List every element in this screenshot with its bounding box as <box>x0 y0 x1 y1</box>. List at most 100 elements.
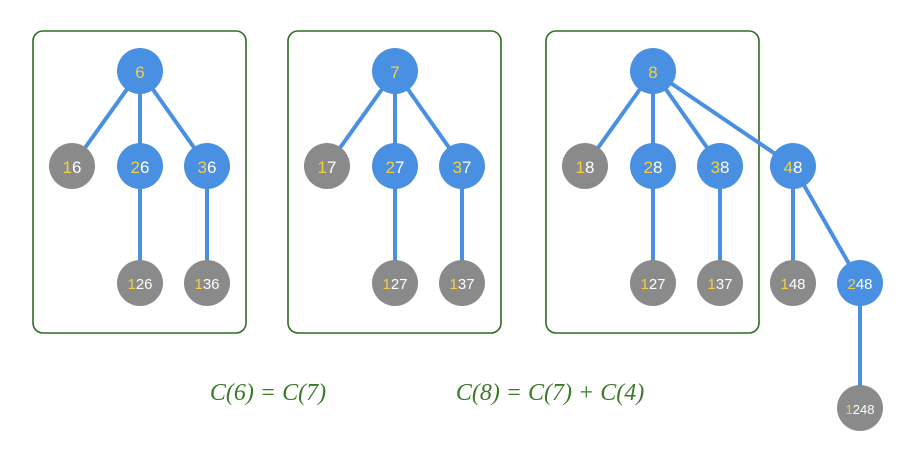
node-36: 36 <box>184 143 230 189</box>
node-circle <box>630 143 676 189</box>
node-label-highlight-digit: 3 <box>453 158 462 177</box>
node-8: 8 <box>630 48 676 94</box>
node-26: 26 <box>117 143 163 189</box>
node-label-highlight-digit: 2 <box>847 276 855 293</box>
node-label: 126 <box>127 276 152 293</box>
node-label: 148 <box>780 276 805 293</box>
node-label-highlight-digit: 1 <box>194 276 202 293</box>
node-circle <box>439 143 485 189</box>
node-6: 6 <box>117 48 163 94</box>
node-28: 28 <box>630 143 676 189</box>
node-127b: 127 <box>630 260 676 306</box>
node-circle <box>439 260 485 306</box>
node-label-rest: 36 <box>203 276 220 293</box>
node-label-highlight-digit: 1 <box>63 158 72 177</box>
node-label-rest: 6 <box>72 158 81 177</box>
node-circle <box>372 143 418 189</box>
node-circle <box>630 48 676 94</box>
box-tree-7 <box>287 30 502 334</box>
node-48: 48 <box>770 143 816 189</box>
node-label: 36 <box>198 158 217 177</box>
node-7: 7 <box>372 48 418 94</box>
node-label-highlight-digit: 1 <box>127 276 135 293</box>
node-label: 127 <box>640 276 665 293</box>
node-126: 126 <box>117 260 163 306</box>
node-label-highlight-digit: 3 <box>198 158 207 177</box>
node-label-highlight-digit: 6 <box>135 63 144 82</box>
node-label-rest: 7 <box>327 158 336 177</box>
node-137b: 137 <box>697 260 743 306</box>
node-label: 6 <box>135 63 144 82</box>
node-label-rest: 6 <box>207 158 216 177</box>
node-37: 37 <box>439 143 485 189</box>
node-label-highlight-digit: 4 <box>784 158 793 177</box>
node-label-highlight-digit: 2 <box>386 158 395 177</box>
node-label-rest: 8 <box>793 158 802 177</box>
node-label-rest: 37 <box>716 276 733 293</box>
node-label: 1248 <box>846 402 875 417</box>
node-137: 137 <box>439 260 485 306</box>
node-label: 127 <box>382 276 407 293</box>
node-17: 17 <box>304 143 350 189</box>
node-label-rest: 8 <box>653 158 662 177</box>
node-18: 18 <box>562 143 608 189</box>
node-label-highlight-digit: 1 <box>449 276 457 293</box>
node-248: 248 <box>837 260 883 306</box>
node-label: 8 <box>648 63 657 82</box>
node-circle <box>770 260 816 306</box>
node-circle <box>770 143 816 189</box>
node-label: 48 <box>784 158 803 177</box>
node-circle <box>630 260 676 306</box>
node-label-rest: 8 <box>720 158 729 177</box>
node-label-highlight-digit: 3 <box>711 158 720 177</box>
node-label-highlight-digit: 7 <box>390 63 399 82</box>
node-circle <box>372 48 418 94</box>
node-circle <box>304 143 350 189</box>
node-label-highlight-digit: 1 <box>318 158 327 177</box>
node-circle <box>837 385 883 431</box>
node-circle <box>49 143 95 189</box>
node-label: 38 <box>711 158 730 177</box>
node-label-highlight-digit: 1 <box>382 276 390 293</box>
node-circle <box>184 143 230 189</box>
node-label: 7 <box>390 63 399 82</box>
node-38: 38 <box>697 143 743 189</box>
node-label-highlight-digit: 1 <box>576 158 585 177</box>
box-tree-8 <box>545 30 760 334</box>
box-tree-6 <box>32 30 247 334</box>
node-148: 148 <box>770 260 816 306</box>
node-circle <box>117 260 163 306</box>
node-label-highlight-digit: 1 <box>780 276 788 293</box>
node-label: 16 <box>63 158 82 177</box>
node-1248: 1248 <box>837 385 883 431</box>
node-label: 26 <box>131 158 150 177</box>
node-label-rest: 6 <box>140 158 149 177</box>
node-label: 17 <box>318 158 337 177</box>
node-label-rest: 27 <box>649 276 666 293</box>
node-label: 137 <box>707 276 732 293</box>
node-label-highlight-digit: 1 <box>846 402 853 417</box>
node-label: 137 <box>449 276 474 293</box>
node-label-highlight-digit: 2 <box>131 158 140 177</box>
node-label-rest: 27 <box>391 276 408 293</box>
node-label-rest: 26 <box>136 276 153 293</box>
node-label: 248 <box>847 276 872 293</box>
node-label: 27 <box>386 158 405 177</box>
node-27: 27 <box>372 143 418 189</box>
node-127: 127 <box>372 260 418 306</box>
node-label-rest: 7 <box>395 158 404 177</box>
node-label: 136 <box>194 276 219 293</box>
node-label-rest: 48 <box>789 276 806 293</box>
node-label: 28 <box>644 158 663 177</box>
node-label-rest: 48 <box>856 276 873 293</box>
node-circle <box>837 260 883 306</box>
node-label-rest: 7 <box>462 158 471 177</box>
node-circle <box>562 143 608 189</box>
node-circle <box>117 48 163 94</box>
node-label: 18 <box>576 158 595 177</box>
node-label-highlight-digit: 1 <box>707 276 715 293</box>
node-circle <box>184 260 230 306</box>
edge-8-48 <box>651 69 795 168</box>
formula-c6-equals-c7: C(6) = C(7) <box>210 380 326 406</box>
node-label-rest: 248 <box>853 402 875 417</box>
